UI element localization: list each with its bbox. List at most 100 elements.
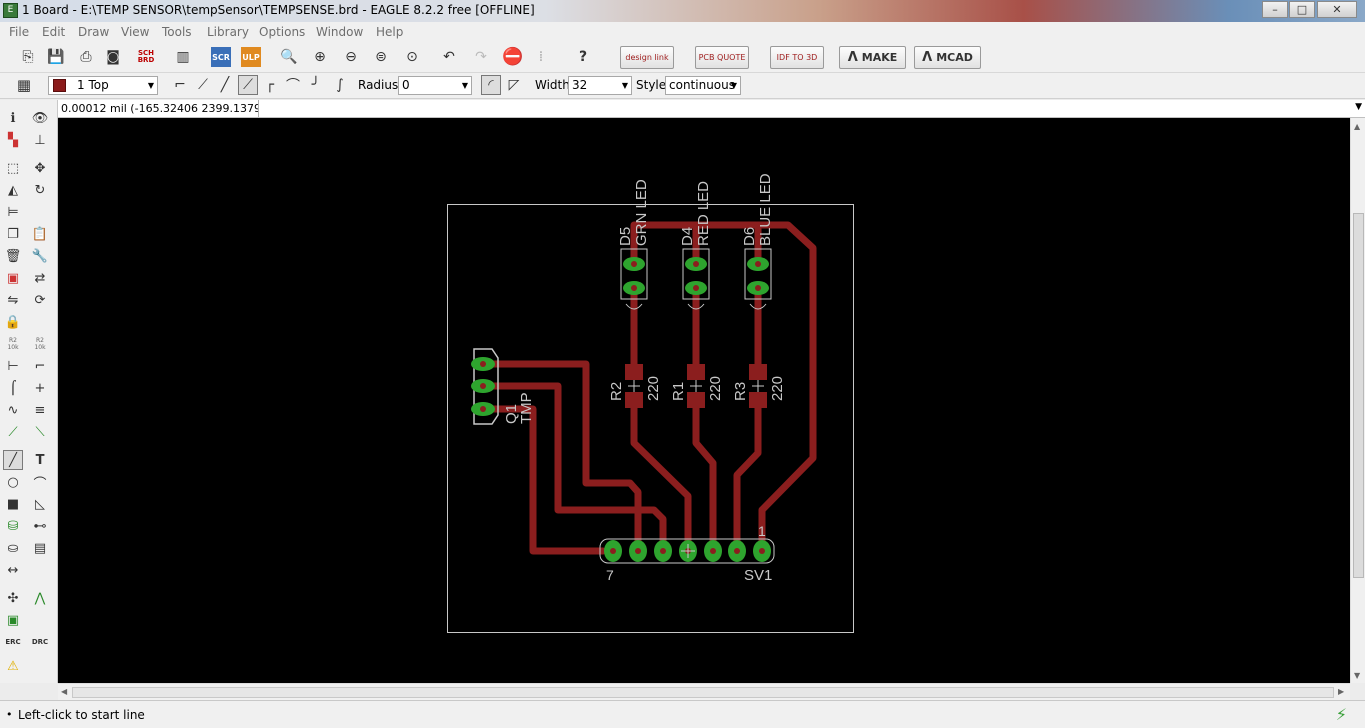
bend-45-icon[interactable]: ⟋ [198, 77, 208, 93]
info-icon[interactable]: ℹ [10, 110, 16, 126]
menu-draw[interactable]: Draw [78, 25, 110, 39]
add-part-icon[interactable]: ▣ [6, 270, 20, 286]
mark-icon[interactable]: ⊥ [34, 132, 46, 148]
chevron-down-icon[interactable]: ▼ [1355, 102, 1362, 112]
library-icon[interactable]: ▥ [176, 49, 190, 65]
attribute-icon[interactable]: ▤ [33, 540, 47, 556]
route-icon[interactable]: ⟋ [8, 424, 18, 440]
miter-straight-icon[interactable]: ◸ [508, 77, 520, 93]
display-layers-icon[interactable]: ▚ [8, 132, 18, 148]
move-icon[interactable]: ✥ [34, 160, 46, 176]
menu-edit[interactable]: Edit [42, 25, 66, 39]
warning-icon[interactable]: ⚠ [7, 658, 19, 674]
show-icon[interactable]: 👁 [31, 110, 49, 126]
menu-tools[interactable]: Tools [162, 25, 192, 39]
vertical-scrollbar[interactable]: ▲ ▼ [1350, 118, 1365, 683]
line-icon[interactable]: ╱ [3, 450, 23, 470]
align-icon[interactable]: ⊨ [7, 204, 19, 220]
style-select[interactable]: continuous ▼ [665, 76, 741, 95]
resistor-r2[interactable] [625, 364, 643, 408]
menu-options[interactable]: Options [259, 25, 306, 39]
resistor-r3[interactable] [749, 364, 767, 408]
bend-free-icon[interactable]: ╱ [220, 77, 230, 93]
ripup-icon[interactable]: ⟍ [35, 424, 45, 440]
copy-icon[interactable]: ❐ [7, 226, 19, 242]
miter-round-icon[interactable]: ◜ [481, 75, 501, 95]
meander-icon[interactable]: ∿ [7, 402, 19, 418]
sensor-q1[interactable] [471, 348, 499, 425]
idf-to-3d-button[interactable]: IDF TO 3D [770, 46, 824, 69]
board-canvas[interactable]: D5 GRN LED D4 RED LED D6 BLUE LED R2 220… [58, 118, 1350, 683]
zoom-select-icon[interactable]: ⊙ [406, 49, 418, 65]
circle-icon[interactable]: ○ [7, 474, 19, 490]
scroll-right-icon[interactable]: ▶ [1338, 687, 1345, 696]
bend-corner-icon[interactable]: ┌ [265, 77, 275, 93]
menu-file[interactable]: File [9, 25, 30, 39]
grid-icon[interactable]: ▦ [16, 76, 32, 94]
go-icon[interactable]: ⁞ [538, 49, 544, 65]
bend-arc-icon[interactable]: ⌒ [286, 78, 300, 94]
optimize-icon[interactable]: + [34, 380, 46, 396]
mirror-icon[interactable]: ◭ [8, 182, 18, 198]
replace-icon[interactable]: ⇄ [34, 270, 46, 286]
zoom-out-icon[interactable]: ⊖ [345, 49, 357, 65]
polygon-icon[interactable]: ◺ [35, 496, 45, 512]
hole-icon[interactable]: ⛀ [7, 540, 19, 556]
script-icon[interactable]: SCR [211, 47, 231, 67]
print-icon[interactable]: ⎙ [80, 49, 92, 65]
led-d6[interactable] [744, 248, 772, 310]
vertical-scroll-thumb[interactable] [1353, 213, 1364, 578]
bend-arc2-icon[interactable]: ╯ [311, 77, 321, 93]
bend-45b-icon[interactable]: ⟋ [238, 75, 258, 95]
save-icon[interactable]: 💾 [47, 49, 65, 65]
stop-icon[interactable]: ⛔ [502, 47, 524, 67]
select-icon[interactable]: ⬚ [6, 160, 20, 176]
mcad-button[interactable]: Λ MCAD [914, 46, 981, 69]
header-sv1[interactable] [599, 538, 775, 564]
sch-brd-switch-icon[interactable]: SCH BRD [137, 49, 155, 64]
board-icon[interactable]: ▣ [6, 612, 20, 628]
undo-icon[interactable]: ↶ [443, 49, 455, 65]
ulp-icon[interactable]: ULP [241, 47, 261, 67]
width-input[interactable]: 32 ▼ [568, 76, 632, 95]
lightning-icon[interactable]: ⚡ [1335, 705, 1347, 724]
zoom-fit-icon[interactable]: 🔍 [280, 49, 298, 65]
bend-spline-icon[interactable]: ∫ [336, 77, 344, 93]
miter-icon[interactable]: ⌐ [34, 358, 46, 374]
paste-icon[interactable]: 📋 [31, 226, 49, 242]
resistor-r1[interactable] [687, 364, 705, 408]
horizontal-scroll-thumb[interactable] [72, 687, 1334, 698]
swap-icon[interactable]: ⇋ [7, 292, 19, 308]
minimize-button[interactable]: – [1262, 1, 1288, 18]
erc-icon[interactable]: ERC [5, 638, 21, 646]
name-icon[interactable]: R2 10k [3, 334, 23, 354]
ratsnest-icon[interactable]: ✣ [7, 590, 19, 606]
design-link-button[interactable]: design link [620, 46, 674, 69]
wrench-icon[interactable]: 🔧 [31, 248, 49, 264]
split-icon[interactable]: ⌠ [9, 380, 17, 396]
via-icon[interactable]: ⛁ [7, 518, 19, 534]
zoom-redraw-icon[interactable]: ⊜ [375, 49, 387, 65]
lines-icon[interactable]: ≡ [34, 402, 46, 418]
zoom-in-icon[interactable]: ⊕ [314, 49, 326, 65]
arc-icon[interactable]: ⌒ [33, 476, 47, 492]
autorouter-icon[interactable]: ⋀ [34, 590, 46, 606]
rectangle-icon[interactable]: ■ [6, 496, 20, 512]
bend-90-icon[interactable]: ⌐ [174, 77, 186, 93]
redo-icon[interactable]: ↷ [475, 49, 487, 65]
dimension-icon[interactable]: ↔ [7, 562, 19, 578]
command-input[interactable] [258, 100, 1348, 117]
led-d5[interactable] [620, 248, 648, 310]
drc-icon[interactable]: DRC [31, 638, 49, 646]
signal-icon[interactable]: ⊷ [33, 518, 47, 534]
scroll-down-icon[interactable]: ▼ [1354, 671, 1361, 680]
rotate-icon[interactable]: ↻ [34, 182, 46, 198]
scroll-left-icon[interactable]: ◀ [61, 687, 68, 696]
lock-icon[interactable]: 🔒 [4, 314, 22, 330]
led-d4[interactable] [682, 248, 710, 310]
menu-help[interactable]: Help [376, 25, 404, 39]
smash-icon[interactable]: ⊢ [7, 358, 19, 374]
open-icon[interactable]: ⎘ [22, 49, 34, 65]
menu-window[interactable]: Window [316, 25, 364, 39]
menu-library[interactable]: Library [207, 25, 249, 39]
